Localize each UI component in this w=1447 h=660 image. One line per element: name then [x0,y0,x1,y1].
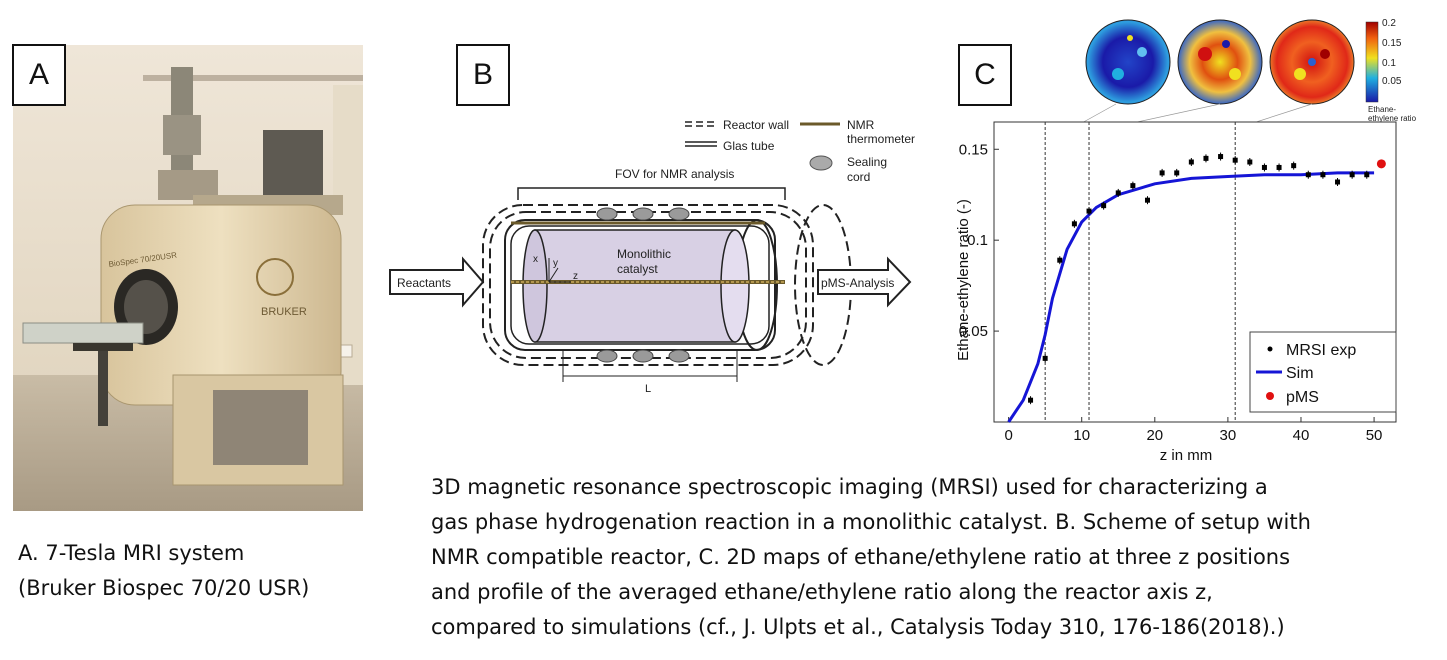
caption-a-line1: A. 7-Tesla MRI system [18,541,245,565]
exp-point-12 [1203,155,1209,161]
panel-a-label: A [12,44,66,106]
panel-b-label: B [456,44,510,106]
xtick-label-1: 10 [1073,427,1090,444]
exp-point-9 [1159,170,1165,176]
exp-point-22 [1349,172,1355,178]
exp-point-0 [1028,397,1034,403]
exp-point-4 [1086,208,1092,214]
sim-line [1007,171,1375,423]
legend-marker-exp [1267,346,1273,352]
axis-y-label: y [553,258,558,269]
cbar-label-1: Ethane- [1368,105,1396,114]
cbar-tick-3: 0.05 [1382,76,1402,87]
xtick-label-2: 20 [1146,427,1163,444]
ytick-label-1: 0.1 [967,232,988,249]
exp-point-8 [1144,197,1150,203]
pms-label: pMS-Analysis [821,276,894,290]
exp-point-15 [1247,159,1253,165]
legend-pms: pMS [1286,389,1319,406]
exp-point-10 [1174,170,1180,176]
caption-main-line5: compared to simulations (cf., J. Ulpts e… [431,615,1285,639]
exp-point-5 [1101,203,1107,209]
ratio-maps: 0.2 0.15 0.1 0.05 Ethane- ethylene ratio [1080,18,1417,125]
xtick-label-4: 40 [1293,427,1310,444]
legend-marker-pms [1266,392,1274,400]
exp-point-13 [1218,154,1224,160]
exp-point-14 [1232,157,1238,163]
length-label: L [645,383,651,395]
caption-main: 3D magnetic resonance spectroscopic imag… [431,470,1311,645]
exp-point-1 [1042,355,1048,361]
exp-point-18 [1291,163,1297,169]
axis-z-label: z [573,271,578,282]
chart-legend: MRSI exp Sim pMS [1249,331,1397,413]
exp-point-23 [1364,172,1370,178]
ratio-profile-chart: 0 10 20 30 40 50 0.05 0.1 0.15 z in mm Ethane-et… [955,121,1397,464]
legend-exp: MRSI exp [1286,342,1356,359]
map-z2 [1177,19,1263,105]
cbar-tick-2: 0.1 [1382,58,1396,69]
caption-a: A. 7-Tesla MRI system (Bruker Biospec 70… [18,536,309,606]
exp-point-21 [1335,179,1341,185]
colorbar [1365,21,1379,103]
exp-point-20 [1320,172,1326,178]
reactor-scheme: Reactor wall Glas tube NMR thermometer S… [389,118,915,395]
chart-ylabel: Ethane-ethylene ratio (-) [955,199,972,361]
cbar-label-2: ethylene ratio [1368,114,1417,123]
exp-point-2 [1057,257,1063,263]
exp-point-11 [1188,159,1194,165]
caption-a-line2: (Bruker Biospec 70/20 USR) [18,576,310,600]
caption-main-line2: gas phase hydrogenation reaction in a mo… [431,510,1311,534]
reactants-label: Reactants [397,276,451,290]
legend-thermometer: thermometer [847,132,915,146]
map-z1 [1085,19,1171,105]
bruker-logo-text: BRUKER [261,306,307,318]
cbar-tick-1: 0.15 [1382,38,1402,49]
legend-nmr: NMR [847,118,875,132]
legend-cord: cord [847,170,870,184]
ytick-label-2: 0.15 [959,141,988,158]
axis-x-label: x [533,254,538,265]
exp-point-6 [1115,190,1121,196]
caption-main-line4: and profile of the averaged ethane/ethyl… [431,580,1213,604]
fov-label: FOV for NMR analysis [615,167,734,181]
legend-sealing: Sealing [847,155,887,169]
chart-xlabel: z in mm [1160,447,1213,464]
legend-reactor-wall: Reactor wall [723,118,789,132]
caption-main-line3: NMR compatible reactor, C. 2D maps of et… [431,545,1291,569]
exp-point-16 [1261,164,1267,170]
exp-point-3 [1071,221,1077,227]
exp-point-19 [1305,172,1311,178]
panel-c-label: C [958,44,1012,106]
xtick-label-3: 30 [1220,427,1237,444]
catalyst-label-1: Monolithic [617,247,671,261]
cbar-tick-0: 0.2 [1382,18,1396,29]
caption-main-line1: 3D magnetic resonance spectroscopic imag… [431,475,1268,499]
mri-photo: BRUKER BioSpec 70/20USR [13,45,363,511]
catalyst-label-2: catalyst [617,262,658,276]
ytick-label-0: 0.05 [959,323,988,340]
legend-glas-tube: Glas tube [723,139,775,153]
exp-point-17 [1276,164,1282,170]
xtick-label-5: 50 [1366,427,1383,444]
xtick-label-0: 0 [1004,427,1012,444]
pms-point [1376,159,1386,169]
legend-sim: Sim [1286,365,1314,382]
exp-point-7 [1130,183,1136,189]
